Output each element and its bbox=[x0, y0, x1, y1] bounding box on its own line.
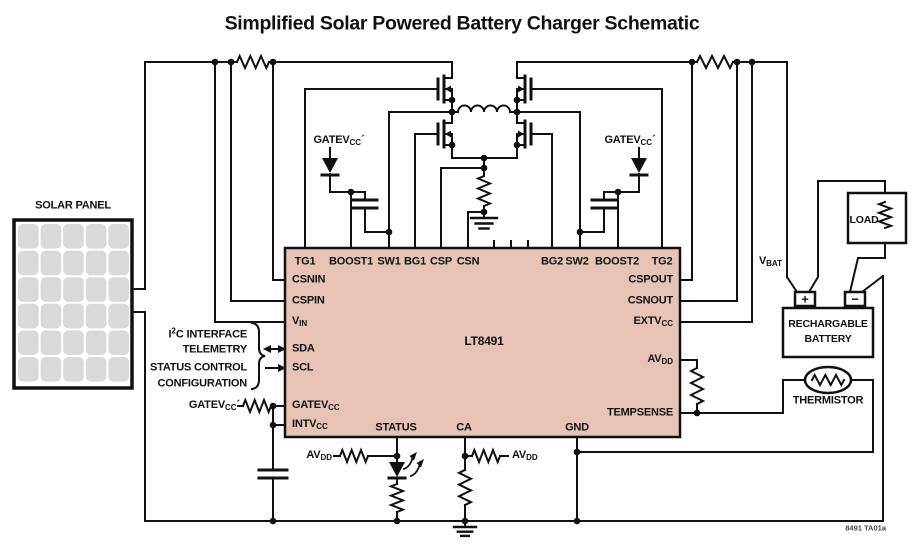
battery-plus-terminal bbox=[793, 290, 817, 308]
mosfet-arrow bbox=[445, 85, 451, 93]
pin-label-avdd: AVDD bbox=[647, 353, 673, 366]
boost-diode-left bbox=[322, 158, 338, 173]
pin-label-vin: VIN bbox=[292, 315, 308, 328]
pin-label-gnd: GND bbox=[565, 421, 589, 434]
pin-label-bg1: BG1 bbox=[403, 255, 427, 268]
pin-label-extvcc: EXTVCC bbox=[633, 315, 674, 328]
avdd-label-status: AVDD bbox=[306, 449, 332, 462]
pin-label-csp: CSP bbox=[429, 255, 453, 268]
pin-label-csnin: CSNIN bbox=[292, 273, 326, 286]
mosfet-bars bbox=[436, 74, 533, 149]
load-box bbox=[846, 191, 908, 245]
pin-label-ca: CA bbox=[456, 421, 472, 434]
pin-label-cspout: CSPOUT bbox=[628, 273, 673, 286]
sda-arrowhead-right bbox=[278, 345, 286, 353]
battery bbox=[781, 290, 875, 359]
vbat-label: VBAT bbox=[759, 255, 782, 268]
battery-body bbox=[781, 306, 875, 359]
i2c-interface-label: I2C INTERFACE bbox=[168, 326, 248, 341]
pin-label-status: STATUS bbox=[375, 421, 417, 434]
pin-label-gatevcc: GATEVCC bbox=[292, 399, 340, 412]
i2c-brace bbox=[250, 321, 266, 391]
page-title: Simplified Solar Powered Battery Charger… bbox=[224, 12, 700, 35]
pin-label-csnout: CSNOUT bbox=[627, 294, 673, 307]
thermistor-label: THERMISTOR bbox=[792, 394, 864, 407]
pin-label-boost1: BOOST1 bbox=[328, 255, 374, 268]
telemetry-label: TELEMETRY bbox=[182, 343, 248, 356]
pin-label-sda: SDA bbox=[292, 342, 315, 355]
status-led bbox=[389, 462, 405, 477]
boost-diode-right bbox=[631, 158, 647, 173]
mosfet-arrow bbox=[518, 85, 524, 93]
solar-panel bbox=[12, 218, 134, 390]
pin-label-intvcc: INTVCC bbox=[292, 418, 328, 431]
scl-arrowhead bbox=[278, 364, 286, 372]
battery-label-line2: BATTERY bbox=[804, 332, 852, 345]
sda-arrowhead-left bbox=[263, 345, 271, 353]
battery-minus-terminal bbox=[843, 290, 867, 308]
gatevcc-prime-label-right: GATEVCC´ bbox=[604, 134, 656, 147]
mosfet-arrow bbox=[518, 130, 524, 138]
inductor bbox=[451, 104, 518, 113]
battery-minus-sign: − bbox=[851, 291, 859, 307]
generated-decor bbox=[211, 53, 894, 538]
solar-panel-cells bbox=[18, 224, 129, 382]
cap-plates bbox=[257, 173, 649, 480]
solar-panel-label: SOLAR PANEL bbox=[35, 199, 111, 212]
pin-label-bg2: BG2 bbox=[540, 255, 564, 268]
ic-body bbox=[283, 246, 682, 439]
pin-label-boost2: BOOST2 bbox=[594, 255, 640, 268]
pin-label-sw2: SW2 bbox=[565, 255, 589, 268]
ic-part-number: LT8491 bbox=[464, 334, 504, 348]
load-label: LOAD bbox=[849, 213, 879, 226]
battery-label-line1: RECHARGABLE bbox=[788, 317, 868, 330]
configuration-label: CONFIGURATION bbox=[157, 377, 248, 390]
pin-label-sw1: SW1 bbox=[377, 255, 401, 268]
pin-label-tg2: TG2 bbox=[651, 255, 673, 268]
doc-code: 8491 TA01a bbox=[845, 523, 886, 533]
gatevcc-prime-label-left: GATEVCC´ bbox=[313, 134, 365, 147]
pin-label-csn: CSN bbox=[456, 255, 480, 268]
gatevcc-prime-label-lower: GATEVCC´ bbox=[188, 399, 240, 412]
avdd-label-ca: AVDD bbox=[512, 449, 538, 462]
pin-label-tg1: TG1 bbox=[294, 255, 316, 268]
mosfet-arrow bbox=[445, 130, 451, 138]
pin-label-cspin: CSPIN bbox=[292, 294, 325, 307]
status-control-label: STATUS CONTROL bbox=[149, 361, 247, 374]
pin-label-scl: SCL bbox=[292, 361, 314, 374]
battery-plus-sign: + bbox=[801, 291, 809, 307]
pin-label-tempsense: TEMPSENSE bbox=[606, 406, 673, 419]
